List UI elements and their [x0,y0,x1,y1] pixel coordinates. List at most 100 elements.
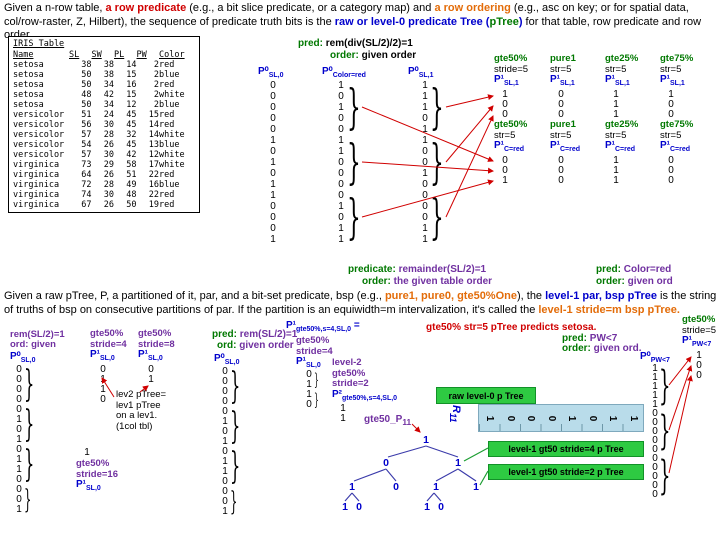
brace [24,445,47,485]
iris-cell: 38 [103,60,114,70]
iris-cell: red [159,110,175,120]
brace [314,390,325,410]
bit: 1 [422,102,428,113]
botmid-pred-caption-line1: pred: rem(SL/2)=1 [212,329,297,340]
bit: 0 [16,384,22,395]
stride-label: stride=4 [90,338,127,350]
brace [24,365,47,405]
level1-definition-paragraph: Given a raw pTree, P, a partitioned of i… [4,290,717,317]
iris-cell: 50 [126,200,137,210]
ptree-label: P¹SL,0 [296,356,321,369]
bit: 0 [270,146,276,157]
iris-cell: setosa [13,100,44,110]
text-segment: ( [482,15,490,28]
predicate-name: gte50% [682,314,716,325]
iris-cell: blue [159,100,180,110]
bit: 1 [340,413,346,424]
bit: 0 [652,444,658,455]
bit: 0 [306,369,312,380]
bit: 1 [222,416,228,427]
pw-p0-label: P⁰PW<7 [640,351,670,364]
bit: 1 [270,135,276,146]
setosa-prediction-note: gte50% str=5 pTree predicts setosa. [426,322,597,333]
iris-cell: versicolor [13,140,65,150]
bit: 1 [338,80,344,91]
iris-cell: 45 [126,110,137,120]
bit: 0 [16,364,22,375]
pw-lvl1-label: gte50% stride=5 P¹PW<7 [682,314,716,351]
bit: 0 [270,91,276,102]
botleft-stride16-label: gte50% stride=16 P¹SL,0 [76,458,118,495]
lvl1-label-gte50-cred: gte50% str=5 P¹C=red [494,119,527,156]
bit: 1 [652,399,658,410]
brace [659,454,684,499]
iris-cell: blue [159,70,180,80]
iris-cell: 30 [103,120,114,130]
bit: 1 [338,234,344,245]
text-segment: Given a n-row table, [4,2,106,14]
bit: 1 [613,89,619,100]
pred-caption-sl1-line1: pred: rem(div(SL/2)/2)=1 [298,38,413,49]
raw-level0-ptree-box: raw level-0 p Tree [436,387,536,404]
note-line: (1col tbl) [116,420,153,432]
predicate-name: gte50% [90,328,124,339]
bit: 0 [338,113,344,124]
tree-leaf-bit: 0 [438,501,444,513]
bit: 0 [422,179,428,190]
botleft-order-label: ord: given [10,339,56,350]
bit: 1 [668,89,674,100]
bit: 0 [652,435,658,446]
raw-bit: 0 [504,415,516,421]
bit: 0 [652,426,658,437]
iris-cell: 57 [81,150,92,160]
predicate-name: gte75% [660,53,694,64]
iris-cell: white [159,150,185,160]
ptree-label: P¹SL,0 [76,479,101,492]
iris-cell: 45 [126,120,137,130]
stride-label: stride=5 [494,63,529,75]
bit: 1 [613,99,619,110]
tree-l2-node: 0 [393,481,399,493]
iris-cell: 51 [81,110,92,120]
lvl1-label-gte75-cred: gte75% str=5 P¹C=red [660,119,693,156]
pw-pred-caption-line1: pred: PW<7 [562,333,617,344]
stride-label: str=5 [494,129,516,141]
brace [347,190,378,245]
iris-cell: 22 [148,170,159,180]
brace [230,407,253,447]
bit: 0 [16,424,22,435]
text-segment: given order [236,340,294,351]
bit: 0 [422,146,428,157]
bit: 1 [340,403,346,414]
bit: 0 [652,462,658,473]
p0-color-label: P⁰Color=red [322,66,366,79]
bit: 1 [16,454,22,465]
iris-cell: 2 [153,80,159,90]
bit: 0 [222,496,228,507]
text-segment: ) [518,15,523,28]
tree-edges [344,445,477,502]
bit: 0 [270,124,276,135]
iris-cell: 15 [126,70,137,80]
bit: 1 [148,374,154,385]
iris-cell: white [159,160,185,170]
ptree-label: P¹C=red [605,140,636,153]
brace [659,409,684,454]
bit: 1 [613,165,619,176]
botleft-stride4-label: gte50% stride=4 P¹SL,0 [90,328,127,365]
bit: 0 [16,474,22,485]
bit: 0 [696,370,702,381]
bit: 0 [558,99,564,110]
iris-column-header: SL [69,50,80,60]
bit: 1 [270,190,276,201]
iris-cell: 16 [126,80,137,90]
bit: 0 [558,165,564,176]
bit: 1 [422,91,428,102]
ptree-label: P¹SL,1 [605,74,630,87]
text-segment: Given a raw pTree, P, a partitioned of i… [4,290,385,302]
